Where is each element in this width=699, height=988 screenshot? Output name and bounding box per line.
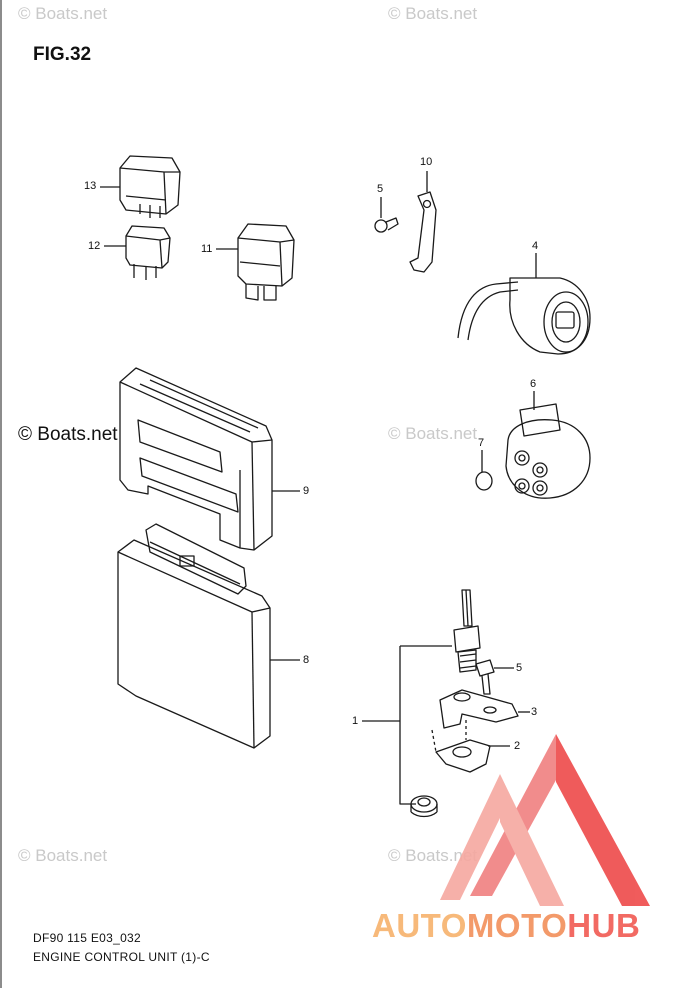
relay-13 [119,155,181,218]
callout-6: 6 [530,378,537,390]
nut [410,795,438,818]
bolt-5-top [374,197,399,233]
connector-4 [457,253,591,355]
watermark: © Boats.net [388,424,478,443]
brand-part-auto: AUTO [372,907,467,944]
brand-wordmark: AUTOMOTOHUB [372,907,640,945]
watermark-main: © Boats.net [18,424,118,445]
brand-part-moto: MOTO [466,907,568,944]
callout-2: 2 [514,740,521,752]
bracket-2 [431,729,510,773]
callout-5-top: 5 [377,183,384,195]
ecu-8 [117,523,300,749]
brand-part-hub: HUB [567,907,641,944]
callout-10: 10 [420,156,433,168]
brand-logo-icon [440,734,650,906]
diagram-code: DF90 115 E03_032 [33,931,141,945]
clamp-10 [409,171,437,273]
callout-5-lower: 5 [516,662,523,674]
connector-6 [505,391,591,499]
cap-7 [475,450,493,491]
callout-3: 3 [531,706,538,718]
callout-1: 1 [352,715,359,727]
callout-8: 8 [303,654,310,666]
bolt-5-lower [475,659,514,695]
callout-7: 7 [478,437,485,449]
callout-13: 13 [84,180,97,192]
watermark: © Boats.net [18,4,108,23]
figure-title: FIG.32 [33,44,92,65]
callout-11: 11 [201,243,213,255]
callout-9: 9 [303,485,310,497]
watermark: © Boats.net [18,846,108,865]
relay-12 [125,225,171,280]
callout-12: 12 [88,240,101,252]
diagram-caption: ENGINE CONTROL UNIT (1)-C [33,950,210,964]
sensor-1 [453,589,481,673]
watermark: © Boats.net [388,846,478,865]
cover-9 [119,367,300,551]
relay-11 [237,223,295,301]
watermark: © Boats.net [388,4,478,23]
callout-4: 4 [532,240,539,252]
bracket-3 [439,689,530,729]
